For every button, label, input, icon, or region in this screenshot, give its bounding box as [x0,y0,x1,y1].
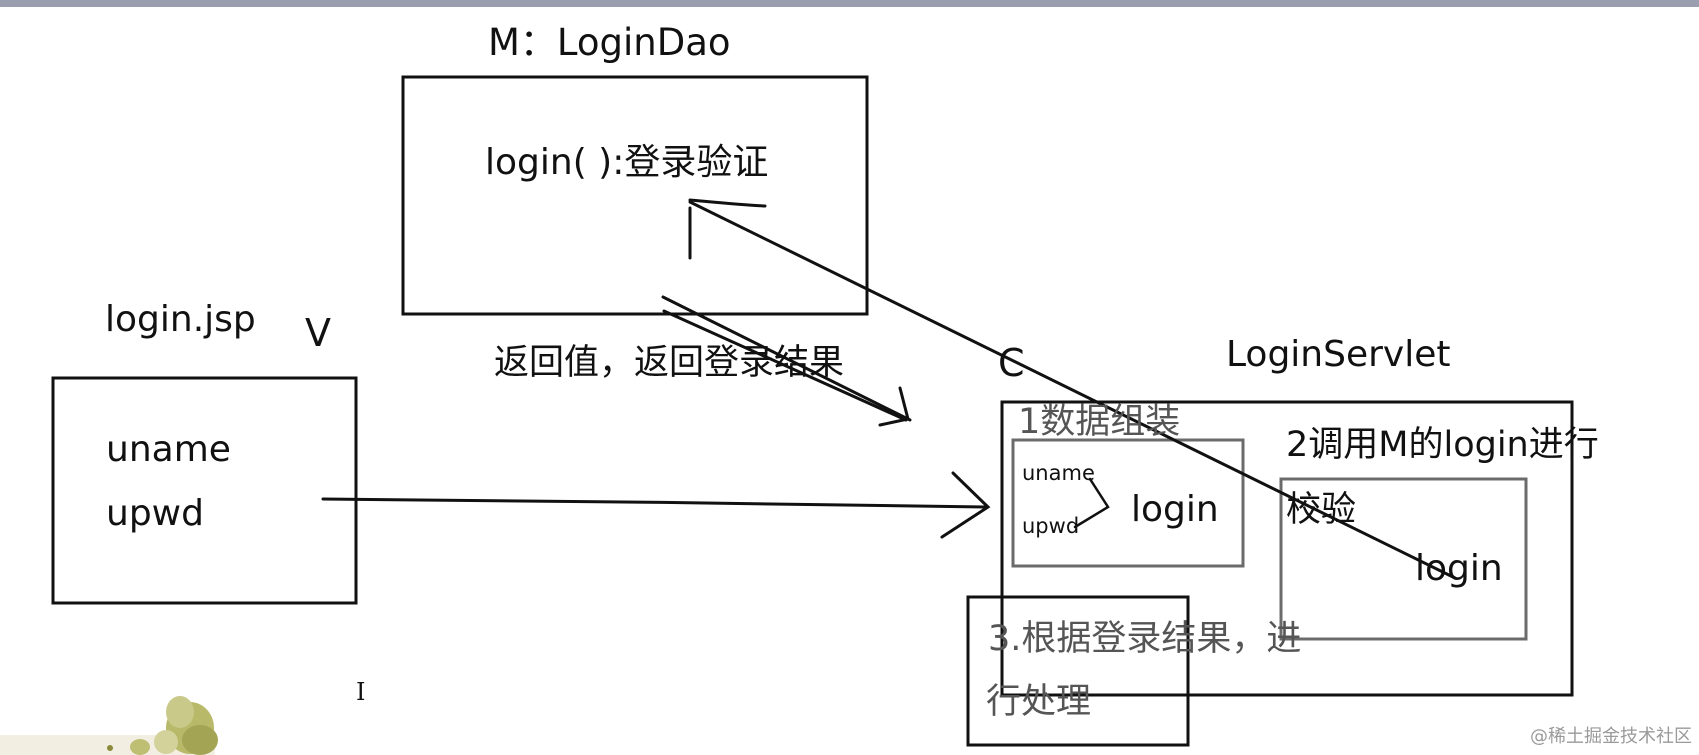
step1-box [1011,438,1245,568]
view-letter: V [305,311,331,355]
step1-merge-arrow [1073,477,1110,529]
return-value-label: 返回值，返回登录结果 [494,343,845,383]
step1-result-login: login [1131,489,1219,530]
plant-decoration [0,696,218,755]
step2-label-line2: 校验 [1286,490,1357,530]
step1-field-upwd: upwd [1022,514,1080,538]
step3-label-line1: 3.根据登录结果，进 [988,619,1302,659]
controller-heading: LoginServlet [1226,334,1451,375]
step2-label-line1: 2调用M的login进行 [1286,425,1599,465]
controller-to-model-call-arrow [688,198,1457,580]
view-field-upwd: upwd [106,493,204,534]
controller-letter: C [998,341,1025,385]
view-to-controller-arrow [321,471,991,539]
view-heading: login.jsp [105,299,256,340]
step1-field-uname: uname [1022,461,1095,485]
view-box [51,376,358,605]
model-box [401,75,869,316]
step1-label: 1数据组装 [1018,402,1181,442]
controller-box [1000,400,1574,697]
step3-label-line2: 行处理 [986,682,1092,722]
view-field-uname: uname [106,429,231,470]
step2-result-login: login [1415,548,1503,589]
model-heading: M：LoginDao [488,21,731,64]
step3-box [966,595,1190,747]
model-method-label: login( ):登录验证 [485,142,769,183]
text-cursor-icon: I [356,678,366,706]
step2-box [1279,477,1528,641]
window-top-strip [0,0,1699,7]
model-return-arrow [661,295,912,427]
watermark: @稀土掘金技术社区 [1530,726,1692,747]
